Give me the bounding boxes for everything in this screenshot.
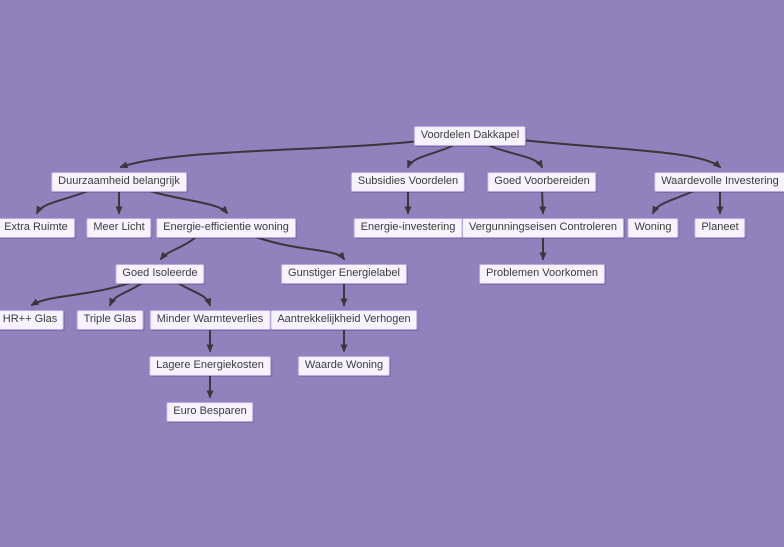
node-waarde-woning[interactable]: Waarde Woning xyxy=(297,356,391,376)
node-gunstiger-energielabel[interactable]: Gunstiger Energielabel xyxy=(281,264,407,284)
edge-goed-isoleerde-minder xyxy=(177,282,212,307)
node-euro-besparen[interactable]: Euro Besparen xyxy=(166,402,254,422)
edge-energie-efficientie-gunstiger xyxy=(255,236,345,261)
node-woning[interactable]: Woning xyxy=(627,218,679,238)
node-vergunningseisen-controleren[interactable]: Vergunningseisen Controleren xyxy=(462,218,624,238)
edge-duurzaamheid-energie-efficientie xyxy=(149,190,228,215)
node-subsidies-voordelen[interactable]: Subsidies Voordelen xyxy=(350,172,466,192)
node-planeet[interactable]: Planeet xyxy=(694,218,746,238)
edge-root-voorbereiden xyxy=(489,145,543,169)
edge-root-duurzaamheid xyxy=(119,139,429,169)
edge-duurzaamheid-extra-ruimte xyxy=(36,190,89,215)
node-waardevolle-investering[interactable]: Waardevolle Investering xyxy=(654,172,784,192)
edge-investering-woning xyxy=(652,190,695,215)
node-problemen-voorkomen[interactable]: Problemen Voorkomen xyxy=(479,264,605,284)
node-lagere-energiekosten[interactable]: Lagere Energiekosten xyxy=(149,356,271,376)
node-meer-licht[interactable]: Meer Licht xyxy=(86,218,152,238)
node-triple-glas[interactable]: Triple Glas xyxy=(76,310,144,330)
node-energie-efficientie-woning[interactable]: Energie-efficientie woning xyxy=(156,218,296,238)
node-minder-warmteverlies[interactable]: Minder Warmteverlies xyxy=(149,310,271,330)
edge-root-subsidies xyxy=(407,145,453,169)
node-goed-voorbereiden[interactable]: Goed Voorbereiden xyxy=(487,172,597,192)
node-energie-investering[interactable]: Energie-investering xyxy=(353,218,463,238)
node-voordelen-dakkapel[interactable]: Voordelen Dakkapel xyxy=(413,126,527,146)
edge-energie-efficientie-goed-isoleerde xyxy=(160,236,197,261)
edge-root-investering xyxy=(511,138,722,168)
node-hr-plus-plus-glas[interactable]: HR++ Glas xyxy=(0,310,65,330)
node-duurzaamheid-belangrijk[interactable]: Duurzaamheid belangrijk xyxy=(51,172,187,192)
node-aantrekkelijkheid-verhogen[interactable]: Aantrekkelijkheid Verhogen xyxy=(270,310,418,330)
node-extra-ruimte[interactable]: Extra Ruimte xyxy=(0,218,75,238)
node-goed-isoleerde[interactable]: Goed Isoleerde xyxy=(115,264,205,284)
edge-goed-isoleerde-triple-glas xyxy=(109,282,143,307)
edge-voorbereiden-vergunningseisen xyxy=(539,190,547,215)
edge-goed-isoleerde-hr-glas xyxy=(30,282,131,306)
